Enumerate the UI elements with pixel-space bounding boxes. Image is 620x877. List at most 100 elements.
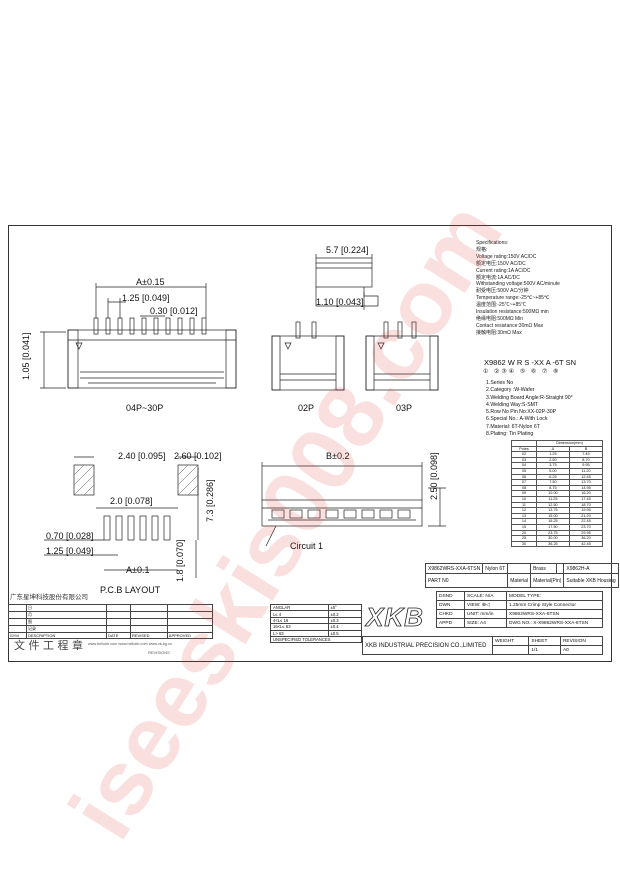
view-label-04p-30p: 04P~30P bbox=[126, 403, 164, 413]
company-name-cn: 广东星坤科技股份有限公司 bbox=[10, 593, 88, 601]
material-cell: Nylon 6T bbox=[482, 563, 509, 574]
material-cell: Material bbox=[507, 573, 532, 588]
tb-scale: SCALE: N/A bbox=[464, 591, 507, 601]
tb-sheet: SHEET bbox=[528, 636, 561, 646]
company-name: XKB INDUSTRIAL PRECISION CO.,LIMITED bbox=[362, 636, 493, 655]
material-cell: X9862H-A bbox=[563, 563, 619, 574]
revisions-label: REVISIONS bbox=[148, 650, 170, 655]
tb-revision-value: A0 bbox=[559, 645, 604, 655]
rev-header: REVISED bbox=[129, 631, 168, 640]
document-stamp: 文 件 工 程 章 bbox=[14, 639, 83, 652]
dim-pcb-w4: 0.70 [0.028] bbox=[46, 531, 94, 541]
specifications-block: Specifications: 规格: Voltage rating:150V … bbox=[476, 240, 606, 337]
material-cell bbox=[556, 563, 565, 574]
spec-line: 接触电阻:30mΩ Max bbox=[476, 329, 522, 336]
spec-line: Contact resistance:30mΩ Max bbox=[476, 322, 544, 329]
dimension-cell: 30 bbox=[511, 540, 537, 548]
note-line: 4.Welding Way:S-SMT bbox=[486, 401, 539, 408]
dim-pcb-w5: 1.25 [0.049] bbox=[46, 546, 94, 556]
spec-line: Temperature range:-25℃~+85℃ bbox=[476, 295, 550, 302]
dimension-cell: 14.95 bbox=[568, 484, 604, 492]
tolerance-table: ANGLAR±5° L≤ 4±0.2 4<L≤ 16±0.3 16<L≤ 63±… bbox=[270, 603, 363, 644]
dim-top-height: 1.05 [0.041] bbox=[21, 332, 31, 380]
rev-cell: 记录 bbox=[26, 625, 107, 633]
spec-line: Voltage rating:150V AC/DC bbox=[476, 253, 537, 260]
spec-line: Withstanding voltage:500V AC/minute bbox=[476, 281, 560, 288]
dim-top-pin: 0.30 [0.012] bbox=[150, 306, 198, 316]
rev-cell: 图 bbox=[26, 618, 107, 626]
tb-dwg-no-value: X-X9862WRS-XXA-6TSN bbox=[533, 620, 589, 626]
dim-bottom-b: B±0.2 bbox=[326, 451, 350, 461]
rev-cell: 月 bbox=[26, 611, 107, 619]
spec-line: 额定电流:1A AC/DC bbox=[476, 274, 520, 281]
dim-pcb-w1: 2.40 [0.095] bbox=[118, 451, 166, 461]
projection-icon: ⊕◁ bbox=[481, 602, 490, 608]
rev-header: DATE bbox=[106, 631, 131, 640]
tb-revision: REVISION bbox=[559, 636, 604, 646]
part-number-index: ① ②③④ ⑤ ⑥ ⑦ ⑧ bbox=[483, 369, 561, 375]
dimension-cell: 17.45 bbox=[568, 495, 604, 503]
material-cell: X9862WRS-XXA-6TSN bbox=[424, 563, 484, 574]
dim-top-pitch: 1.25 [0.049] bbox=[122, 293, 170, 303]
dim-pcb-h2: 1.8 [0.070] bbox=[175, 539, 185, 582]
dimension-cell: 16.20 bbox=[568, 490, 604, 497]
dimension-cell: 9.95 bbox=[568, 462, 604, 469]
tb-dwg-no-label: DWG NO.: bbox=[509, 620, 532, 626]
dim-top-width: 5.7 [0.224] bbox=[326, 245, 369, 255]
dim-pcb-h1: 7.3 [0.286] bbox=[205, 479, 215, 522]
revision-table: 日 月 图 记录 SYM DESCRIPTION DATE REVISED AP… bbox=[8, 604, 214, 640]
tb-model-type: 1.25mm Crimp Style Connector bbox=[506, 600, 603, 610]
dimension-cell: 12.45 bbox=[568, 473, 604, 481]
spec-line: Specifications: bbox=[476, 240, 509, 246]
view-label-02p: 02P bbox=[298, 403, 315, 413]
material-cell: Material(Pin) bbox=[530, 573, 565, 588]
note-line: 8.Plating: Tin Plating bbox=[486, 431, 534, 438]
dimension-cell: 8.70 bbox=[568, 456, 604, 464]
dim-bottom-h: 2.50 [0.098] bbox=[429, 452, 439, 500]
material-cell: Suitable XKB Housing bbox=[563, 573, 619, 588]
material-cell bbox=[507, 563, 532, 574]
tb-size: SIZE: A4 bbox=[464, 618, 507, 628]
title-block-bottom: XKB INDUSTRIAL PRECISION CO.,LIMITED WEI… bbox=[362, 636, 604, 655]
dimension-cell: 42.45 bbox=[568, 540, 604, 548]
dimension-cell: 36.25 bbox=[535, 540, 570, 548]
tb-view-label: VIEW: bbox=[467, 602, 481, 608]
part-number-notes: 1.Series No 2.Category :W-Wafer 3.Weldin… bbox=[486, 380, 573, 438]
spec-line: 耐受电压:500V AC/分钟 bbox=[476, 288, 529, 295]
note-line: 2.Category :W-Wafer bbox=[486, 387, 535, 394]
note-line: 3.Welding Board Angle:R-Straight 90° bbox=[486, 394, 573, 401]
tb-sheet-value: 1/1 bbox=[528, 645, 561, 655]
tb-label-dwn: DWN bbox=[436, 600, 465, 610]
note-line: 1.Series No bbox=[486, 380, 514, 386]
material-cell: Brass bbox=[530, 563, 558, 574]
tb-label-appd: APPD bbox=[436, 618, 465, 628]
rev-cell: 日 bbox=[26, 604, 107, 612]
part-number-code: X9862 W R S -XX A -6T SN bbox=[484, 358, 576, 367]
note-line: 6.Special No.: A-With Lock bbox=[486, 416, 548, 423]
tb-model-type-label: MODEL TYPE: bbox=[506, 591, 603, 601]
view-label-pcb: P.C.B LAYOUT bbox=[100, 585, 161, 595]
col-header: B bbox=[568, 445, 604, 453]
spec-line: 绝缘电阻:500MΩ Min bbox=[476, 315, 524, 322]
note-line: 7.Material: 6T-Nylon 6T bbox=[486, 423, 540, 430]
note-line: 5.Row No Pin No:XX-02P-30P bbox=[486, 409, 557, 416]
spec-line: Insulation resistance:500MΩ min bbox=[476, 309, 549, 316]
xkb-logo: XKB bbox=[366, 602, 424, 632]
tb-weight: WEIGHT bbox=[491, 636, 530, 646]
